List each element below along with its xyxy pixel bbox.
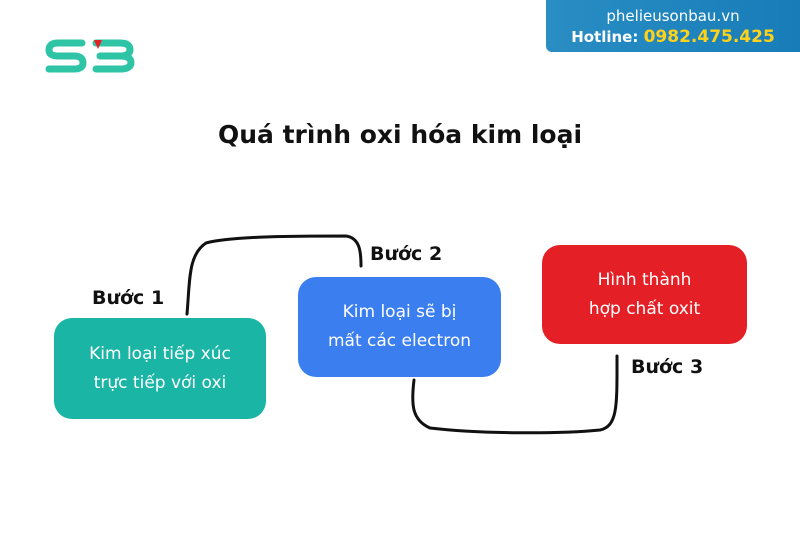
sb-logo	[45, 39, 135, 73]
step-1-label: Bước 1	[92, 287, 165, 309]
step-1-line-1: Kim loại tiếp xúc	[89, 343, 231, 364]
step-2-label: Bước 2	[370, 243, 443, 265]
step-2-box: Kim loại sẽ bị mất các electron	[298, 277, 501, 377]
step-1-line-2: trực tiếp với oxi	[93, 372, 227, 393]
step-3-line-2: hợp chất oxit	[588, 298, 701, 319]
step-3-line-1: Hình thành	[597, 269, 692, 290]
connector-2-3	[411, 354, 619, 435]
connector-1-2	[185, 234, 363, 316]
website-label: phelieusonbau.vn	[606, 7, 740, 25]
diagram-title: Quá trình oxi hóa kim loại	[217, 120, 583, 149]
hotline-number: 0982.475.425	[643, 27, 775, 47]
step-3-box: Hình thành hợp chất oxit	[542, 245, 747, 344]
step-2-line-1: Kim loại sẽ bị	[342, 302, 457, 322]
step-3-label: Bước 3	[631, 356, 704, 378]
step-2-line-2: mất các electron	[327, 331, 471, 351]
step-1-box: Kim loại tiếp xúc trực tiếp với oxi	[54, 318, 266, 419]
hotline-label: Hotline:	[571, 28, 639, 46]
hotline-text: Hotline: 0982.475.425	[546, 27, 800, 47]
hotline-banner: phelieusonbau.vn Hotline: 0982.475.425	[546, 0, 800, 52]
